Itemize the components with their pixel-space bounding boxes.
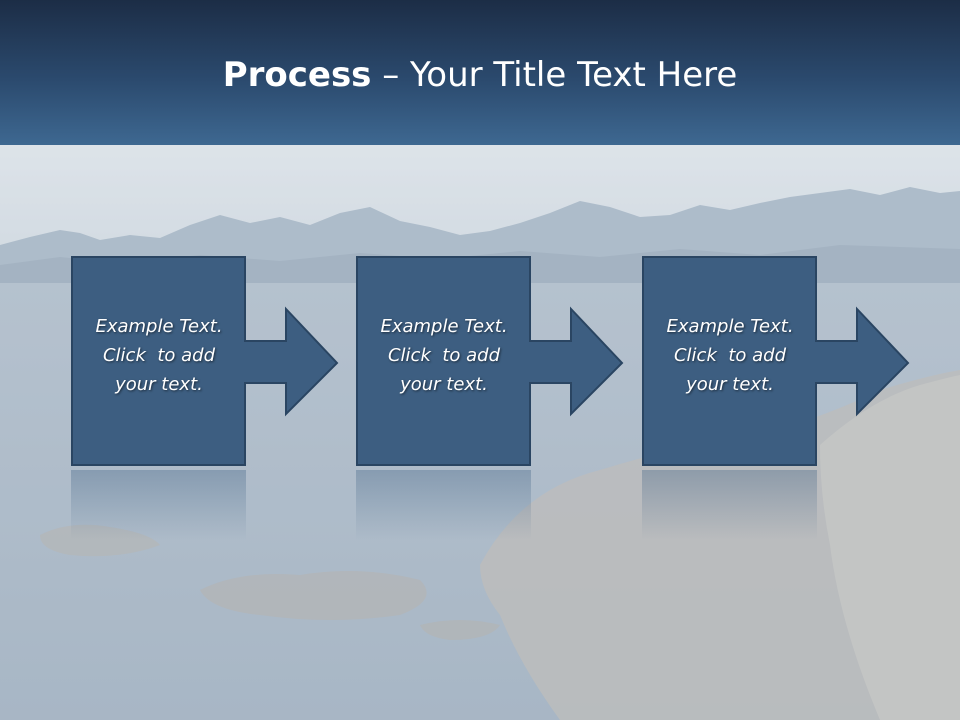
- title-rest: – Your Title Text Here: [371, 55, 738, 95]
- step-1-text[interactable]: Example Text. Click to add your text.: [79, 312, 239, 399]
- process-step-2[interactable]: Example Text. Click to add your text.: [356, 256, 624, 466]
- step-3-text[interactable]: Example Text. Click to add your text.: [650, 312, 810, 399]
- step-1-line-2: Click to add: [102, 345, 215, 366]
- step-3-line-3: your text.: [686, 374, 774, 395]
- slide-title[interactable]: Process – Your Title Text Here: [0, 55, 960, 95]
- arrow-shape-icon: [642, 256, 910, 466]
- step-2-line-1: Example Text.: [380, 316, 508, 337]
- arrow-shape-icon: [356, 256, 624, 466]
- title-bar: Process – Your Title Text Here: [0, 0, 960, 145]
- step-1-reflection: [71, 470, 246, 540]
- step-2-line-2: Click to add: [387, 345, 500, 366]
- step-3-line-1: Example Text.: [666, 316, 794, 337]
- step-2-line-3: your text.: [400, 374, 488, 395]
- step-2-reflection: [356, 470, 531, 540]
- step-1-line-1: Example Text.: [95, 316, 223, 337]
- arrow-shape-icon: [71, 256, 339, 466]
- step-3-reflection: [642, 470, 817, 540]
- process-step-3[interactable]: Example Text. Click to add your text.: [642, 256, 910, 466]
- step-2-text[interactable]: Example Text. Click to add your text.: [364, 312, 524, 399]
- step-1-line-3: your text.: [115, 374, 203, 395]
- step-3-line-2: Click to add: [673, 345, 786, 366]
- title-bold: Process: [222, 55, 372, 95]
- process-step-1[interactable]: Example Text. Click to add your text.: [71, 256, 339, 466]
